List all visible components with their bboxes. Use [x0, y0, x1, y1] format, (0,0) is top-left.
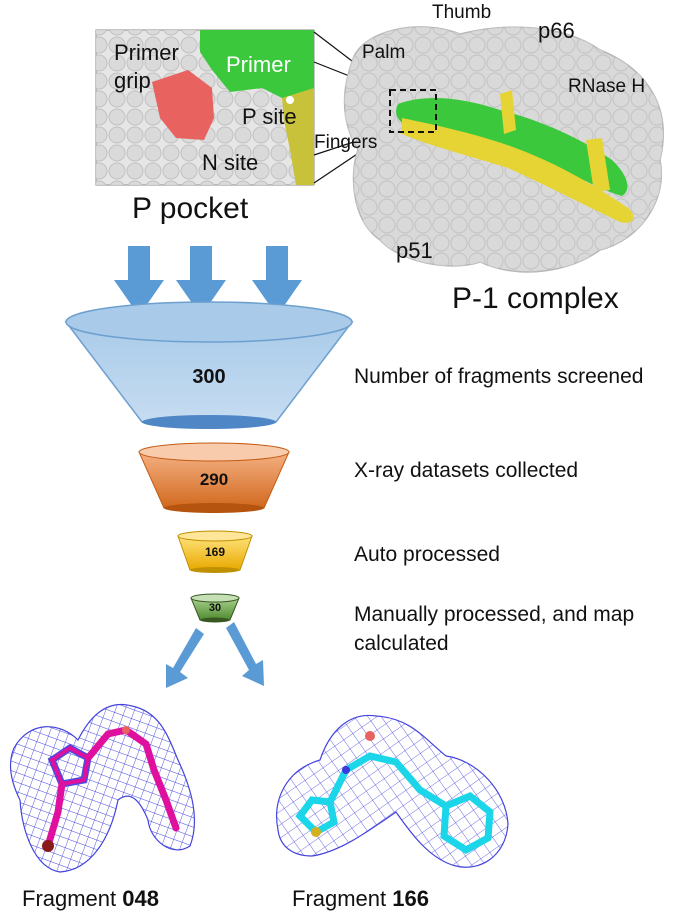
complex-label-fingers: Fingers — [314, 132, 378, 153]
p-site-surface — [152, 70, 214, 140]
fragment-048-density — [10, 704, 196, 873]
funnel-count-4: 30 — [208, 602, 222, 614]
fragment-166-density — [276, 714, 509, 868]
template-surface — [282, 88, 314, 185]
template-strand — [402, 118, 634, 223]
stage-label-3: Auto processed — [354, 543, 500, 566]
stage-label-1: Number of fragments screened — [354, 365, 644, 388]
funnel-stage-4 — [190, 593, 240, 623]
funnel-count-1: 300 — [192, 366, 226, 388]
inset-label-primer-grip-1: Primer — [114, 40, 179, 65]
atom-dot — [286, 96, 294, 104]
fragment-caption-166: Fragment 166 — [292, 886, 429, 912]
fragment-prefix: Fragment — [292, 886, 393, 911]
split-arrows — [166, 622, 264, 688]
down-arrows — [114, 246, 302, 316]
inset-label-n-site: N site — [202, 150, 259, 175]
stage-label-2: X-ray datasets collected — [354, 459, 579, 482]
fragment-caption-048: Fragment 048 — [22, 886, 159, 912]
arrow-2 — [176, 246, 226, 316]
complex-label-palm: Palm — [362, 42, 406, 63]
arrow-left — [166, 628, 204, 688]
complex-label-thumb: Thumb — [432, 2, 492, 23]
inset-label-p-site: P site — [242, 104, 297, 129]
complex-label-rnase: RNase H — [568, 76, 646, 97]
stage-label-4: Manually processed, and map calculated — [354, 603, 635, 655]
fragment-id: 048 — [122, 886, 159, 911]
complex-label-p51: p51 — [396, 238, 433, 263]
pocket-inset — [95, 29, 315, 186]
inset-label-primer-grip-2: grip — [114, 68, 151, 93]
zoom-box — [389, 89, 437, 133]
arrow-right — [226, 622, 264, 686]
pocket-title: P pocket — [132, 192, 249, 225]
arrow-1 — [114, 246, 164, 316]
funnel-count-3: 169 — [204, 545, 226, 559]
funnel-stage-1 — [64, 301, 354, 429]
complex-surface — [343, 26, 664, 273]
primer-surface — [200, 30, 314, 100]
complex-label-p66: p66 — [538, 18, 575, 43]
fragment-id: 166 — [392, 886, 429, 911]
funnel-stage-2 — [138, 442, 290, 513]
funnel-count-2: 290 — [199, 470, 229, 489]
fragment-prefix: Fragment — [22, 886, 123, 911]
inset-label-primer: Primer — [226, 52, 291, 77]
funnel-stage-3 — [177, 530, 253, 573]
arrow-3 — [252, 246, 302, 316]
complex-title: P-1 complex — [452, 282, 619, 315]
